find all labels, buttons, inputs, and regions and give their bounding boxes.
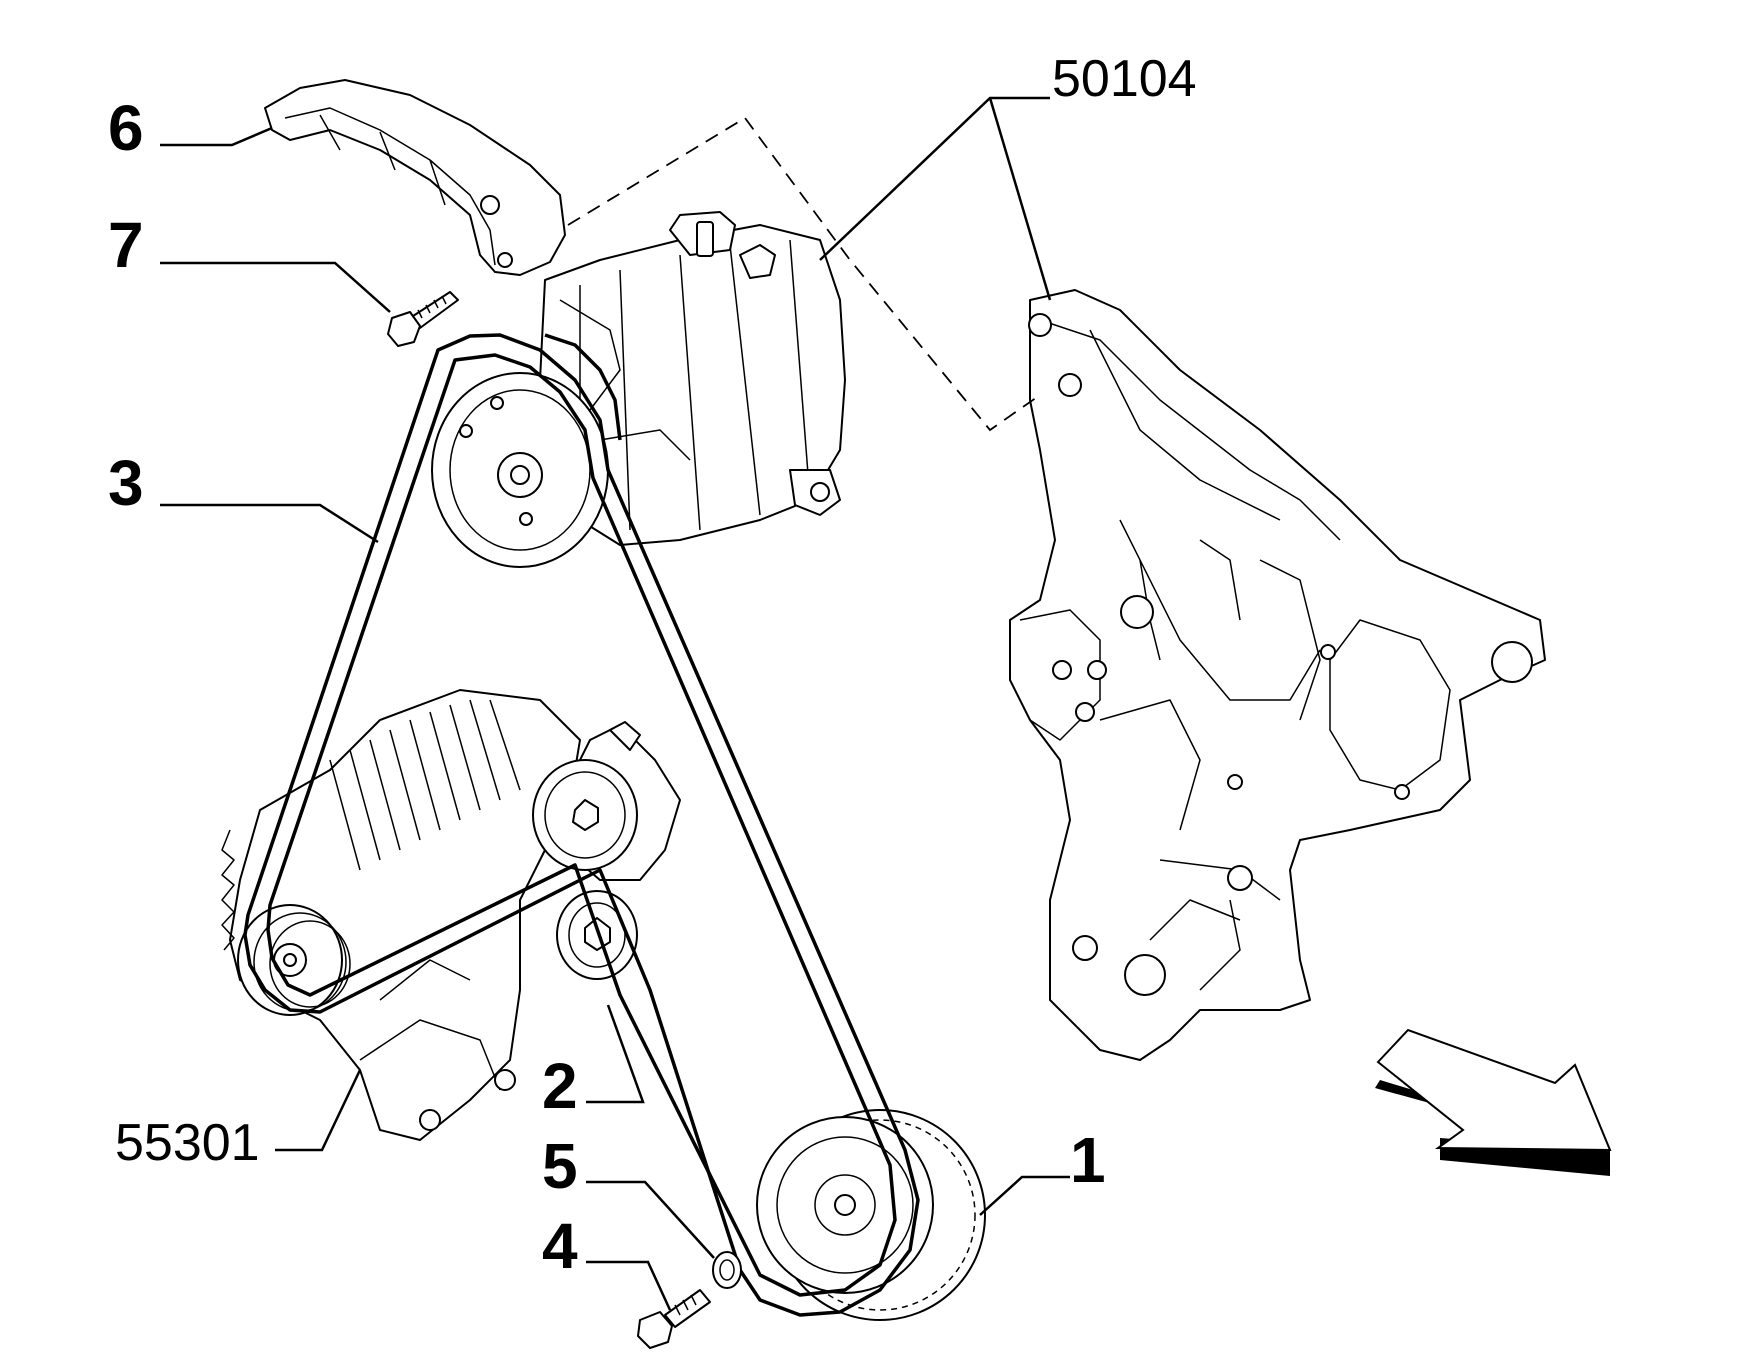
- callout-1: 1: [1070, 1124, 1106, 1196]
- callout-4: 4: [542, 1210, 578, 1282]
- bracket-item-6: [264, 79, 566, 276]
- callout-5: 5: [542, 1130, 578, 1202]
- poly-v-belt: [243, 333, 920, 1317]
- bolt-item-7: [387, 291, 459, 347]
- callout-3: 3: [108, 447, 144, 519]
- crankshaft-pulley: [756, 1109, 986, 1321]
- bolt-item-4: [637, 1289, 711, 1349]
- callout-labels: 6 7 3 2 5 4 1 50104 55301: [108, 50, 1197, 1282]
- assembly-line-bracket-6: [567, 116, 1041, 432]
- belt-tensioner: [532, 721, 681, 980]
- alternator: [221, 689, 581, 1141]
- leader-lines: [160, 96, 1070, 1311]
- callout-6: 6: [108, 92, 144, 164]
- front-direction-arrow-icon: [1375, 1028, 1612, 1176]
- engine-mounting-bracket: [1009, 289, 1546, 1061]
- callout-7: 7: [108, 209, 144, 281]
- reference-55301: 55301: [115, 1114, 260, 1172]
- reference-50104: 50104: [1052, 50, 1197, 108]
- compressor-pulley: [431, 372, 609, 568]
- callout-2: 2: [542, 1050, 578, 1122]
- washer-item-5: [712, 1251, 742, 1289]
